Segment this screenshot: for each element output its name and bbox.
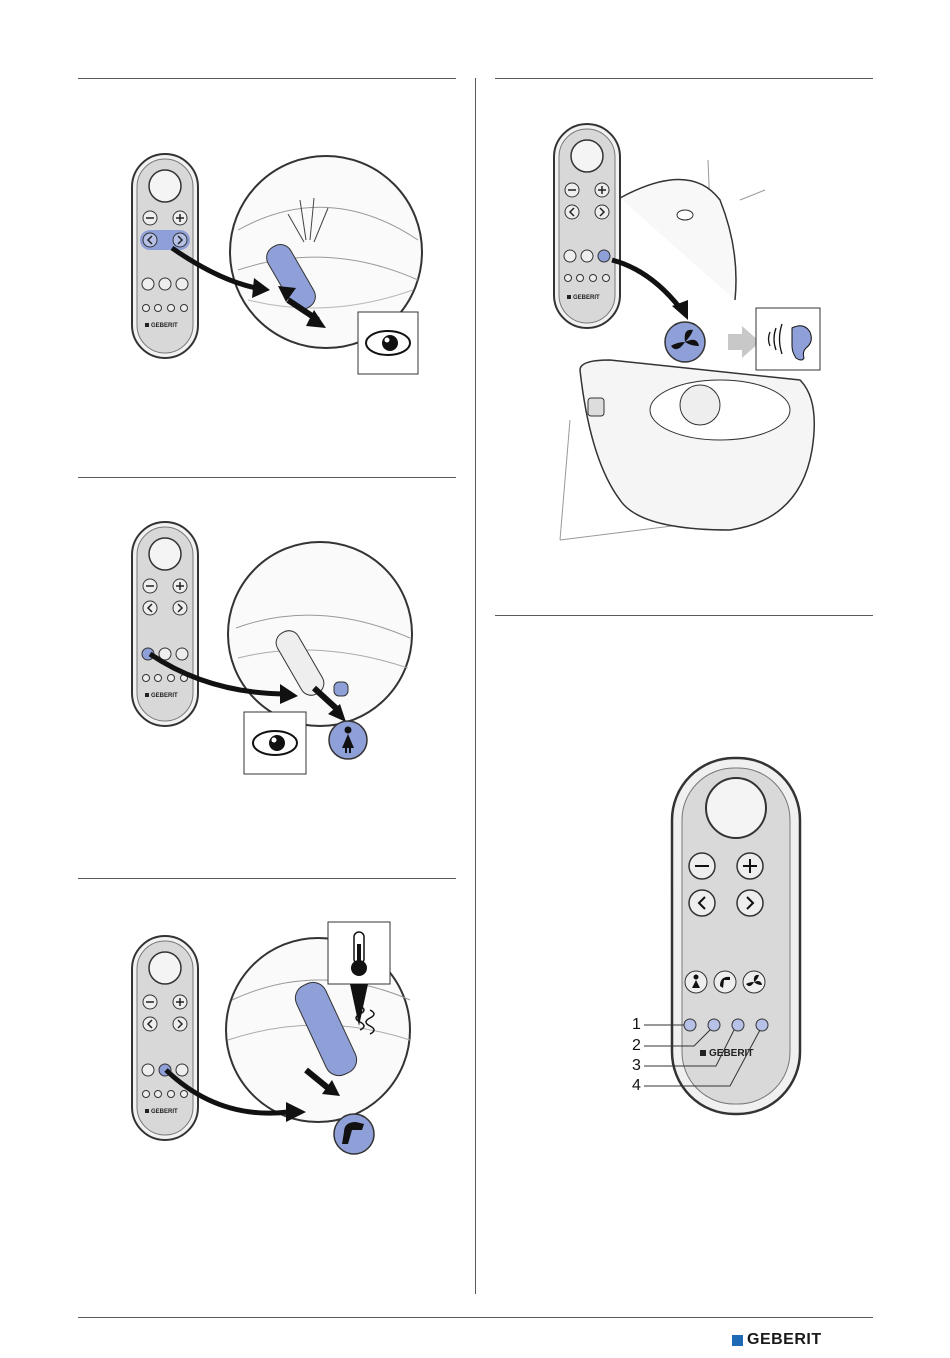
figure-lady-shower: GEBERIT [128, 518, 428, 778]
section-rule [495, 78, 873, 79]
figure-nozzle-position: GEBERIT [128, 150, 428, 380]
svg-text:GEBERIT: GEBERIT [151, 693, 178, 699]
brand-name: GEBERIT [747, 1331, 822, 1349]
callout-3: 3 [632, 1057, 641, 1075]
eye-icon [358, 312, 418, 374]
svg-text:GEBERIT: GEBERIT [151, 1109, 178, 1115]
section-rule [78, 477, 456, 478]
remote-control: GEBERIT [554, 124, 620, 328]
section-rule [495, 615, 873, 616]
ear-icon [756, 308, 820, 370]
footer-rule [78, 1317, 873, 1318]
callout-labels: 1 2 3 4 [630, 1014, 660, 1104]
lady-shower-icon [329, 721, 367, 759]
fan-icon [665, 322, 705, 362]
section-rule [78, 878, 456, 879]
svg-text:GEBERIT: GEBERIT [573, 295, 600, 301]
callout-1: 1 [632, 1016, 641, 1034]
remote-logo: GEBERIT [151, 323, 178, 329]
section-rule [78, 78, 456, 79]
callout-4: 4 [632, 1077, 641, 1095]
remote-control: GEBERIT [132, 522, 198, 726]
brand-logo: GEBERIT [732, 1330, 822, 1350]
figure-dryer: GEBERIT [128, 920, 428, 1160]
remote-control: GEBERIT [132, 936, 198, 1140]
remote-control-large: GEBERIT [644, 758, 800, 1114]
zoom-detail [228, 542, 412, 726]
eye-icon [244, 712, 306, 774]
remote-logo: GEBERIT [709, 1048, 753, 1059]
column-divider [475, 78, 476, 1294]
figure-fan-toilet: GEBERIT [550, 120, 850, 550]
brand-square-icon [732, 1335, 743, 1346]
dryer-icon [334, 1114, 374, 1154]
callout-2: 2 [632, 1037, 641, 1055]
